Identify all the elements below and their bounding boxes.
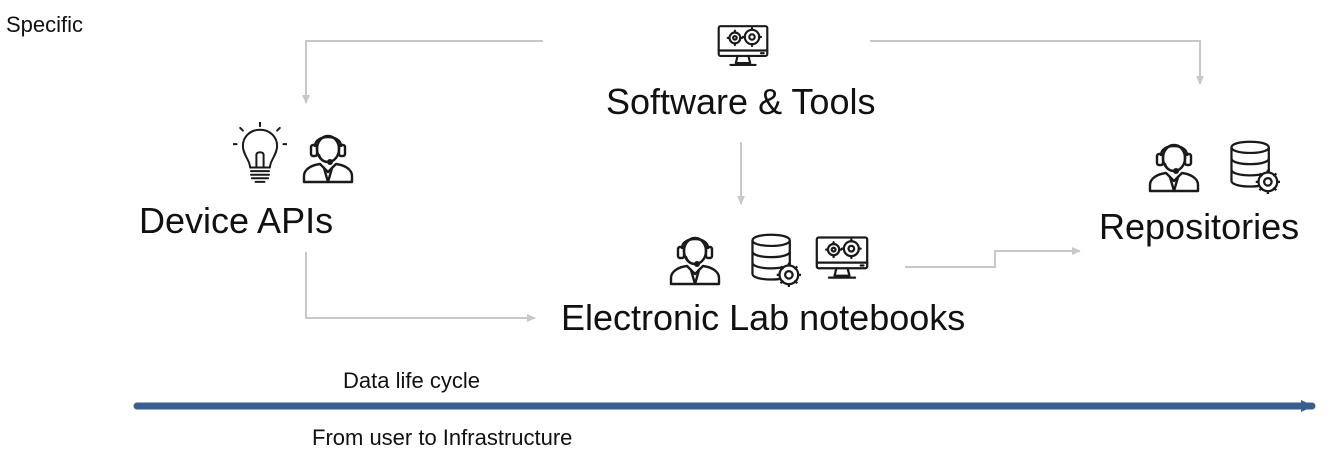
node-label-repositories: Repositories: [1099, 206, 1300, 247]
support-agent-icon: [1144, 133, 1204, 193]
connector-software-to-repositories: [870, 40, 1204, 85]
connector-eln-to-repositories: [905, 247, 1081, 268]
monitor-gears-icon: [716, 23, 770, 69]
database-gear-icon: [745, 231, 801, 287]
corner-label: Specific: [6, 12, 84, 37]
lightbulb-icon: [233, 122, 287, 186]
database-gear-icon: [1224, 138, 1280, 194]
node-label-software: Software & Tools: [606, 81, 876, 122]
support-agent-icon: [298, 124, 358, 184]
support-agent-icon: [665, 226, 725, 286]
node-label-device-apis: Device APIs: [139, 200, 334, 241]
timeline-label-above: Data life cycle: [343, 368, 480, 393]
timeline-label-below: From user to Infrastructure: [312, 425, 573, 450]
connector-device-to-eln: [305, 252, 536, 322]
node-label-eln: Electronic Lab notebooks: [561, 297, 966, 338]
monitor-gears-icon: [814, 234, 870, 282]
connector-software-to-device: [302, 40, 543, 104]
